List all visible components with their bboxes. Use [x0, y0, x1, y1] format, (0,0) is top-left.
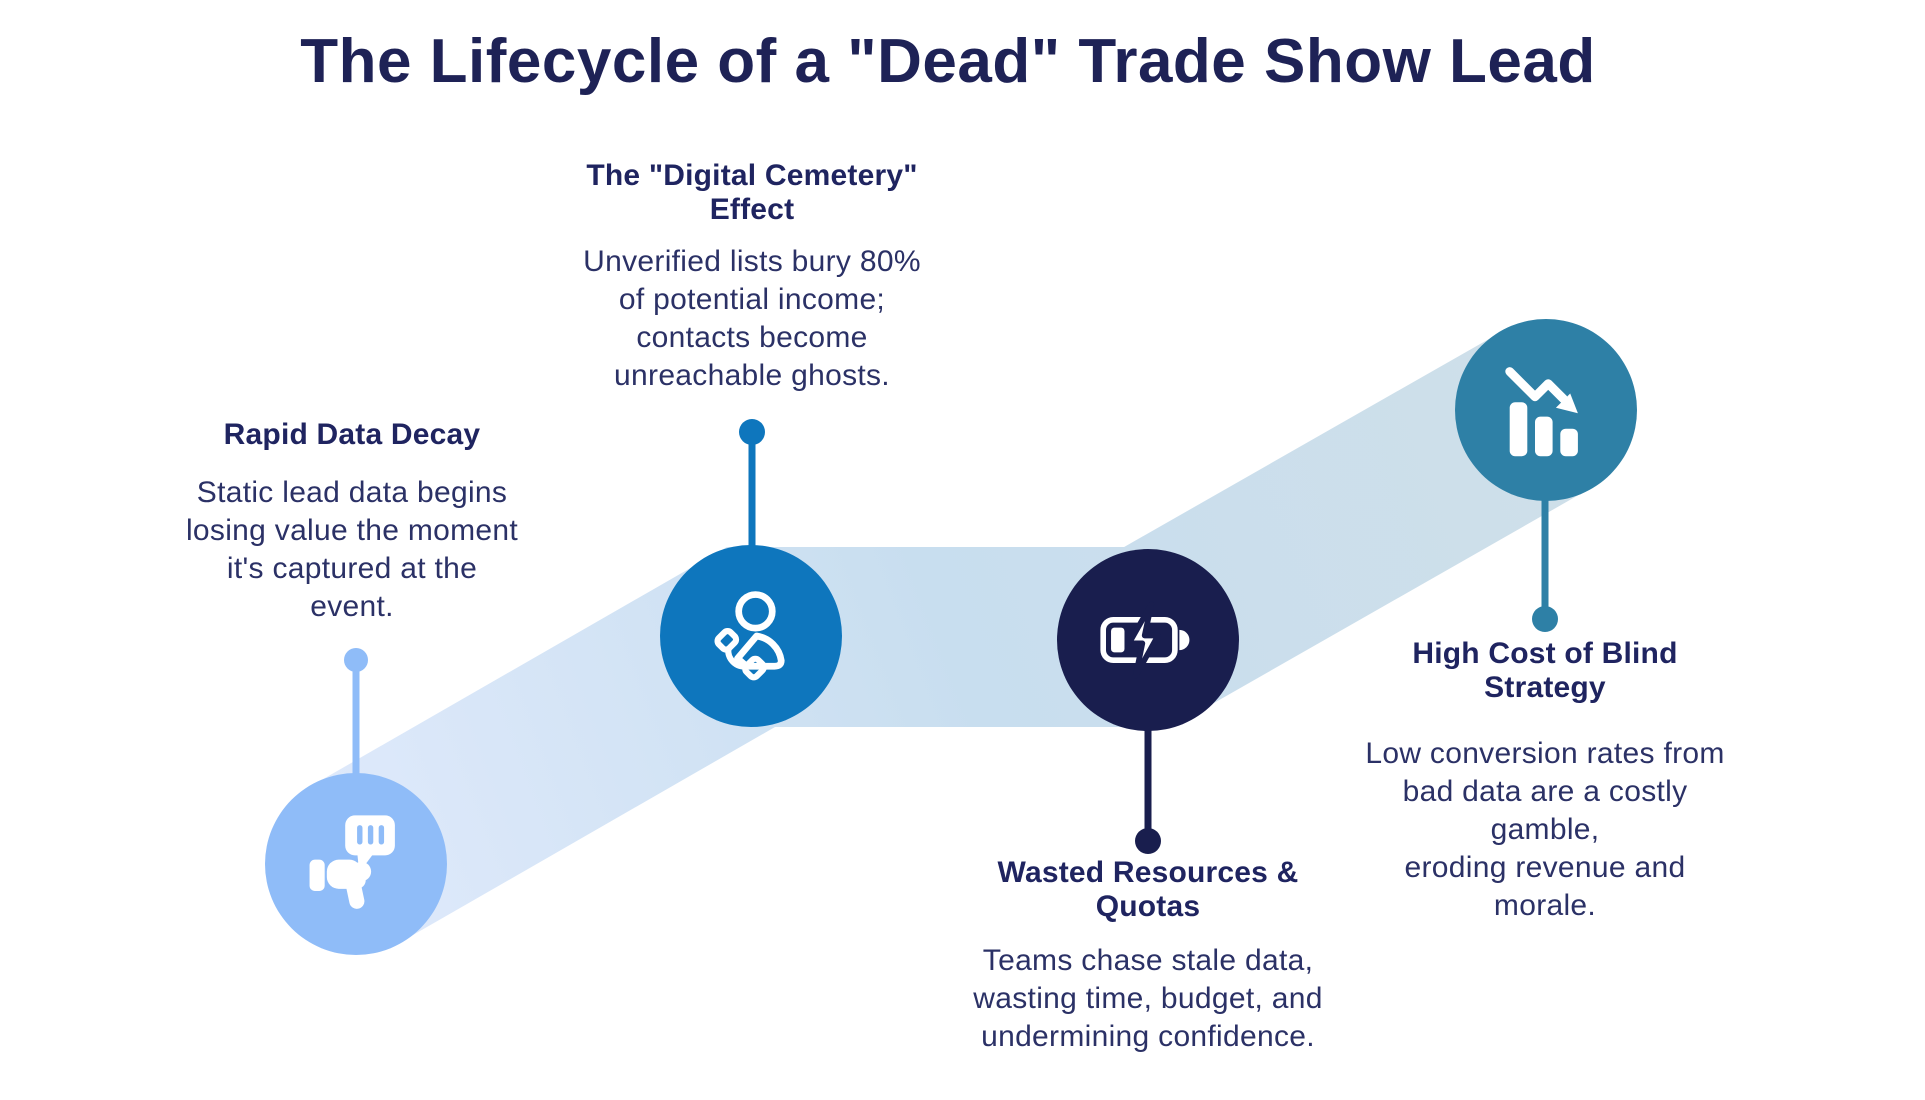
battery-charging-icon: [1100, 601, 1190, 679]
person-call-icon: [714, 591, 785, 681]
stage4-circle: [1455, 319, 1637, 501]
stage2-circle: [660, 545, 842, 727]
stage3-circle: [1057, 549, 1239, 731]
stage3-description: Teams chase stale data, wasting time, bu…: [973, 944, 1323, 1053]
declining-chart-icon: [1505, 367, 1578, 457]
stage3-heading: Wasted Resources & Quotas: [997, 856, 1299, 923]
stage1-description: Static lead data begins losing value the…: [185, 476, 519, 623]
stage2-stem-dot: [739, 419, 765, 445]
stage3-stem-dot: [1135, 828, 1161, 854]
stage4-heading: High Cost of Blind Strategy: [1412, 637, 1678, 704]
ribbon-band: [311, 331, 1591, 943]
stage3-text-block: Wasted Resources & Quotas Teams chase st…: [973, 856, 1322, 1056]
stage2-heading: The "Digital Cemetery" Effect: [586, 159, 918, 226]
stage1-circle: [265, 773, 447, 955]
page-title: The Lifecycle of a "Dead" Trade Show Lea…: [300, 27, 1596, 96]
stage2-text-block: The "Digital Cemetery" Effect Unverified…: [583, 159, 921, 395]
stage1-text-block: Rapid Data Decay Static lead data begins…: [186, 418, 518, 626]
stage1-heading: Rapid Data Decay: [223, 418, 481, 451]
stage4-description: Low conversion rates from bad data are a…: [1365, 737, 1725, 922]
thumbs-down-feedback-icon: [309, 815, 395, 909]
stage4-stem-dot: [1532, 606, 1558, 632]
stage1-stem-dot: [344, 648, 368, 672]
stage2-description: Unverified lists bury 80% of potential i…: [583, 245, 921, 392]
stage4-text-block: High Cost of Blind Strategy Low conversi…: [1355, 637, 1735, 925]
